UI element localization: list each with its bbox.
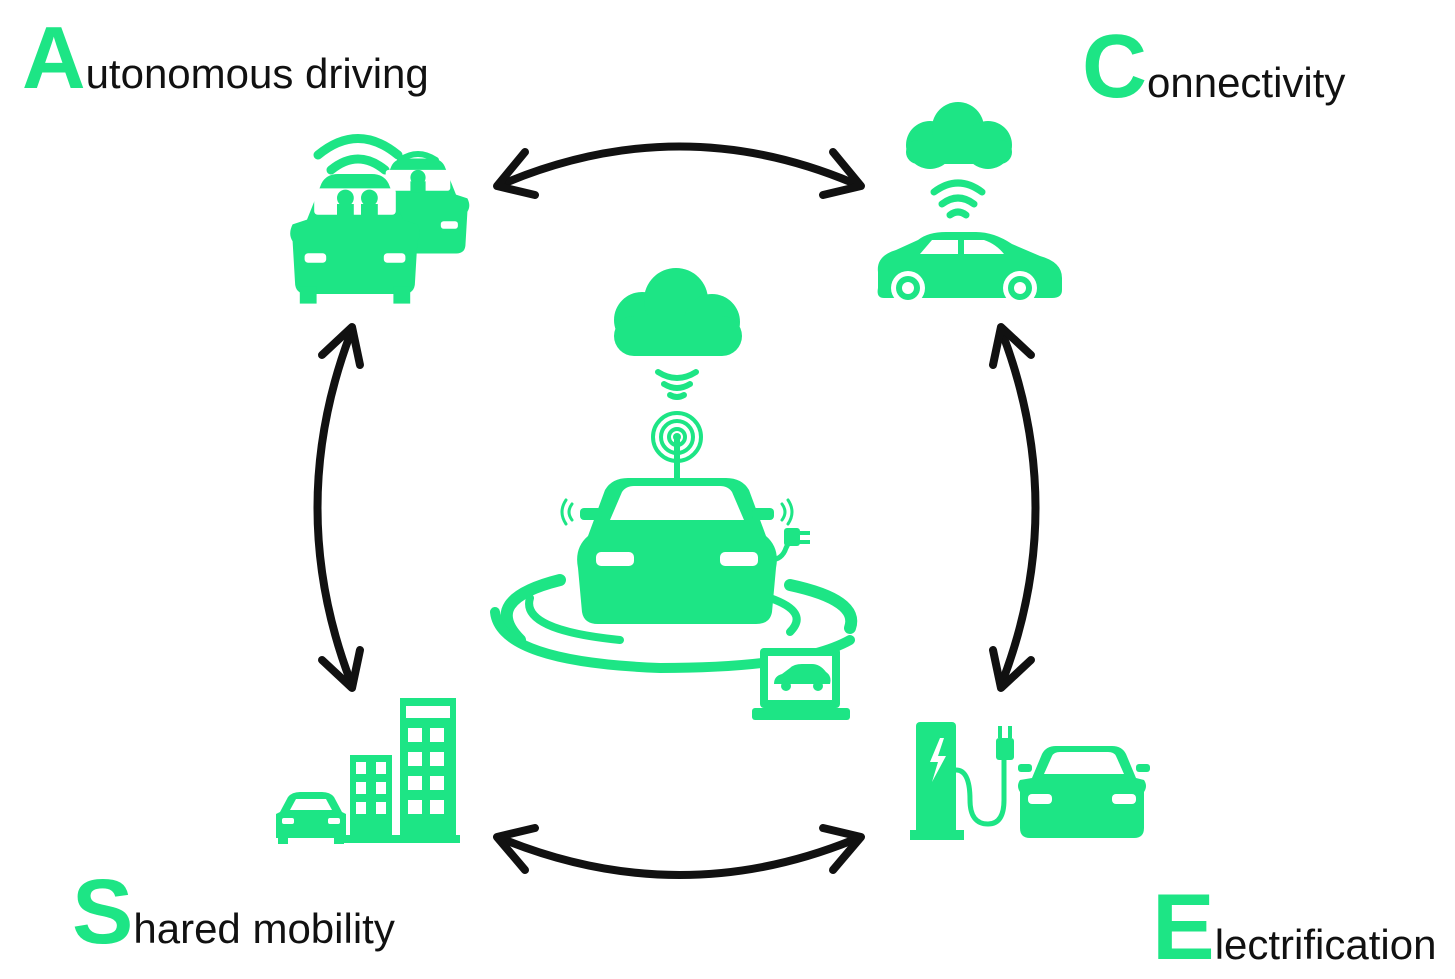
cloud-icon — [906, 102, 1012, 169]
arrow-top — [501, 142, 857, 187]
label-text: utonomous driving — [85, 50, 429, 97]
label-autonomous-driving: Autonomous driving — [22, 14, 429, 102]
label-text: lectrification — [1214, 921, 1437, 968]
arrowhead — [318, 646, 364, 692]
arrows — [313, 142, 1040, 879]
arrowhead — [989, 646, 1035, 692]
arrow-heads — [318, 148, 1035, 874]
arrowhead — [989, 323, 1035, 369]
autonomous-cars-icon — [290, 134, 470, 304]
label-initial: E — [1152, 874, 1215, 979]
label-initial: S — [72, 861, 134, 963]
label-connectivity: Connectivity — [1082, 22, 1345, 112]
ev-charging-icon — [910, 722, 1150, 840]
plug-icon — [769, 528, 810, 563]
laptop-car-icon — [752, 648, 850, 720]
label-electrification: Electrification — [1152, 880, 1436, 974]
arrowhead — [493, 148, 539, 199]
label-initial: C — [1082, 17, 1147, 117]
central-smart-car-icon — [490, 268, 858, 720]
arrowhead — [819, 824, 865, 874]
cloud-icon — [614, 268, 742, 356]
arrow-left — [313, 331, 354, 684]
shared-mobility-city-icon — [276, 698, 460, 844]
label-text: onnectivity — [1147, 59, 1346, 106]
arrow-bottom — [501, 836, 857, 879]
label-text: hared mobility — [133, 905, 395, 952]
arrowhead — [318, 323, 364, 369]
label-initial: A — [22, 8, 86, 107]
label-shared-mobility: Shared mobility — [72, 866, 395, 958]
connected-car-icon — [877, 102, 1062, 305]
lightning-icon — [930, 738, 946, 782]
arrow-right — [999, 331, 1040, 684]
arrowhead — [493, 824, 539, 874]
arrowhead — [819, 148, 865, 199]
